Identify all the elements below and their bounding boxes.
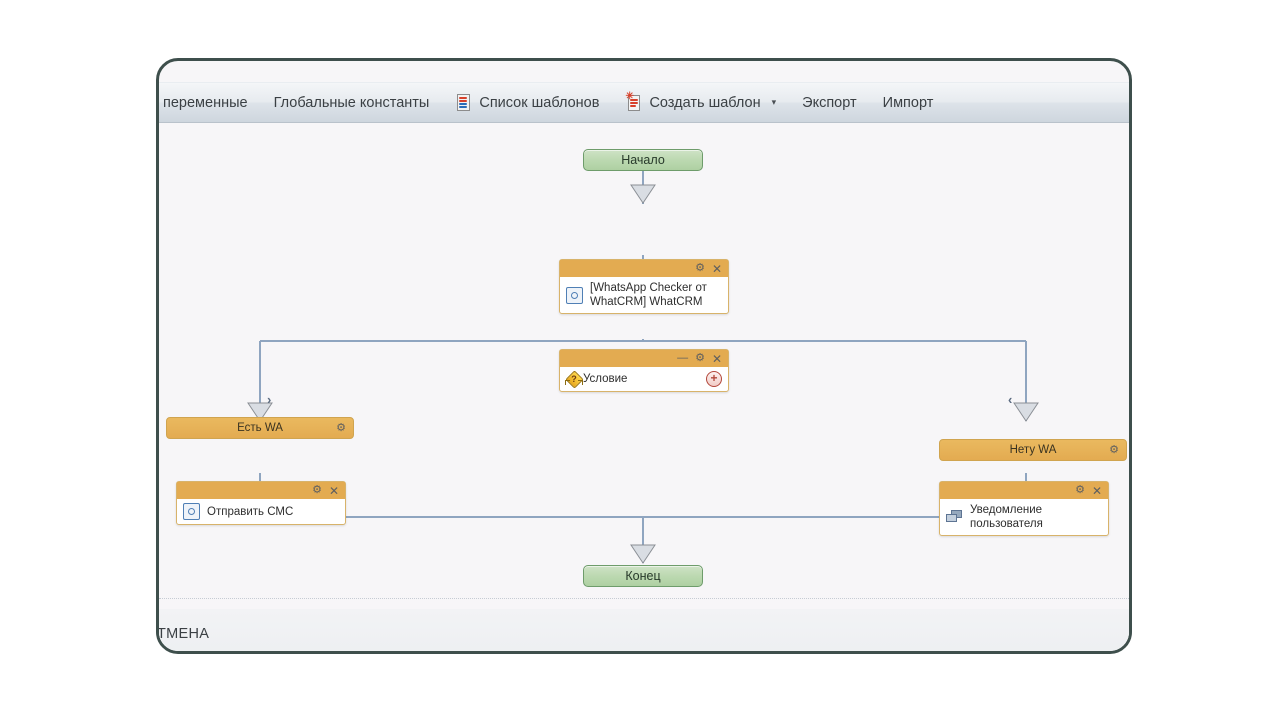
node-header: ⚙ ✕: [177, 482, 345, 499]
minimize-icon[interactable]: —: [677, 352, 689, 364]
close-icon[interactable]: ✕: [1091, 483, 1102, 498]
node-body: Уведомление пользователя: [940, 499, 1108, 535]
flow-branch-has-wa[interactable]: Есть WA ⚙: [166, 417, 354, 439]
branch-label: Нету WA: [1009, 444, 1057, 456]
toolbar-item-label: Импорт: [882, 94, 934, 111]
cancel-button[interactable]: ТМЕНА: [159, 626, 210, 642]
dialog-footer: [159, 609, 1129, 651]
action-square-icon: [183, 503, 200, 520]
toolbar-item-label: Экспорт: [802, 94, 857, 111]
flow-branch-no-wa[interactable]: Нету WA ⚙: [939, 439, 1127, 461]
node-body: [WhatsApp Checker от WhatCRM] WhatCRM: [560, 277, 728, 313]
template-list-icon: [455, 93, 473, 113]
branch-left-chevron-icon: ›: [267, 392, 272, 407]
flow-canvas[interactable]: Начало ⚙ ✕ [WhatsApp Checker от WhatCRM]…: [159, 123, 1129, 651]
action-square-icon: [566, 286, 583, 304]
toolbar-item-label: Создать шаблон: [649, 94, 761, 111]
toolbar-item-template-list[interactable]: Список шаблонов: [442, 83, 612, 122]
toolbar-item-global-constants[interactable]: Глобальные константы: [261, 83, 443, 122]
node-title: Отправить СМС: [207, 505, 294, 518]
node-title: Условие: [583, 373, 628, 385]
flow-node-whatsapp-checker[interactable]: ⚙ ✕ [WhatsApp Checker от WhatCRM] WhatCR…: [559, 259, 729, 314]
toolbar-item-variables[interactable]: переменные: [159, 83, 261, 122]
node-body: ? Условие +: [560, 367, 728, 391]
gear-icon[interactable]: ⚙: [1075, 484, 1085, 496]
gear-icon[interactable]: ⚙: [312, 484, 322, 496]
flow-node-start[interactable]: Начало: [583, 149, 703, 171]
flow-node-condition[interactable]: — ⚙ ✕ ? Условие +: [559, 349, 729, 392]
editor-toolbar: переменные Глобальные константы Список ш…: [159, 82, 1129, 123]
condition-warning-icon: ?: [565, 370, 584, 389]
node-header: — ⚙ ✕: [560, 350, 728, 367]
node-header: ⚙ ✕: [940, 482, 1108, 499]
chevron-down-icon: ▾: [771, 97, 777, 107]
close-icon[interactable]: ✕: [711, 261, 722, 276]
gear-icon[interactable]: ⚙: [336, 422, 346, 434]
gear-icon[interactable]: ⚙: [695, 262, 705, 274]
node-title: Уведомление пользователя: [970, 504, 1043, 530]
footer-divider: [159, 598, 1129, 599]
new-template-icon: ✳: [625, 92, 642, 112]
close-icon[interactable]: ✕: [328, 483, 339, 498]
flow-node-end[interactable]: Конец: [583, 565, 703, 587]
node-header: ⚙ ✕: [560, 260, 728, 277]
template-editor-dialog: переменные Глобальные константы Список ш…: [156, 58, 1132, 654]
toolbar-item-export[interactable]: Экспорт: [789, 83, 869, 122]
toolbar-item-label: переменные: [163, 94, 248, 111]
gear-icon[interactable]: ⚙: [1109, 444, 1119, 456]
branch-label: Есть WA: [237, 422, 283, 434]
toolbar-item-label: Глобальные константы: [273, 94, 430, 111]
toolbar-item-create-template[interactable]: ✳ Создать шаблон ▾: [612, 83, 789, 122]
close-icon[interactable]: ✕: [711, 351, 722, 366]
toolbar-item-import[interactable]: Импорт: [870, 83, 947, 122]
add-branch-button[interactable]: +: [706, 371, 722, 387]
node-title: [WhatsApp Checker от WhatCRM] WhatCRM: [590, 282, 707, 308]
notification-screens-icon: [946, 510, 963, 524]
flow-node-send-sms[interactable]: ⚙ ✕ Отправить СМС: [176, 481, 346, 525]
branch-right-chevron-icon: ‹: [1008, 392, 1013, 407]
toolbar-item-label: Список шаблонов: [479, 94, 600, 111]
gear-icon[interactable]: ⚙: [695, 352, 705, 364]
flow-node-user-notification[interactable]: ⚙ ✕ Уведомление пользователя: [939, 481, 1109, 536]
node-body: Отправить СМС: [177, 499, 345, 524]
